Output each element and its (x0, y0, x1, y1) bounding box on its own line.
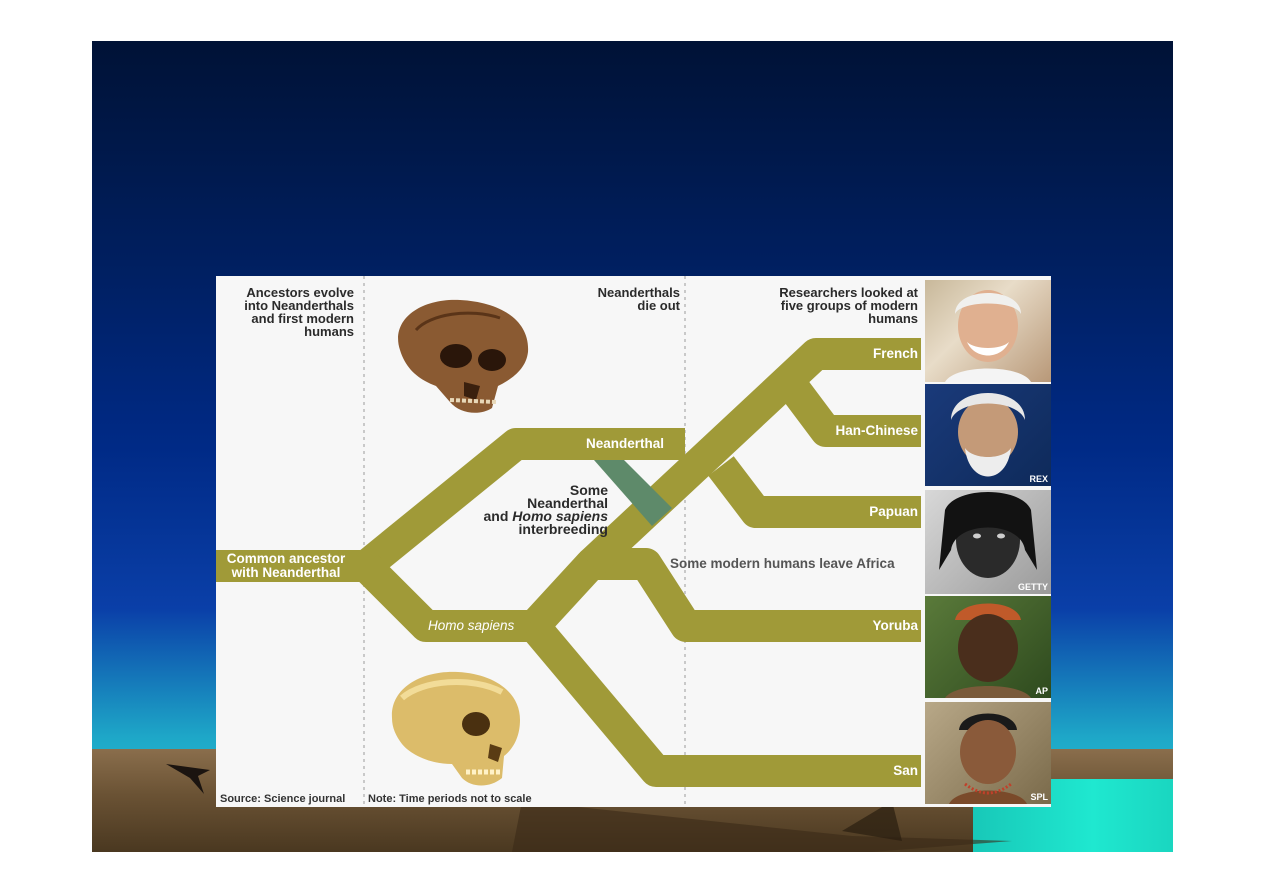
label-line: interbreeding (518, 521, 608, 537)
branch-neanderthal (355, 428, 685, 579)
photo-credit: AP (1035, 686, 1048, 696)
time-scale-note: Note: Time periods not to scale (368, 793, 532, 805)
branch-yoruba (522, 548, 921, 642)
group-label-yoruba: Yoruba (872, 618, 918, 633)
photo-french (925, 280, 1051, 382)
heading-line: into Neanderthals (244, 298, 354, 313)
heading-line: Researchers looked at (779, 285, 918, 300)
label-line: Common ancestor (226, 551, 346, 566)
photo-han-chinese: REX (925, 384, 1051, 486)
neanderthal-skull-icon (398, 299, 529, 413)
group-label-san: San (893, 763, 918, 778)
ground-shape (512, 801, 1012, 852)
label-line: with Neanderthal (231, 565, 341, 580)
photo-credit: GETTY (1017, 582, 1048, 592)
col2-heading: Neanderthals die out (546, 286, 680, 312)
group-label-han-chinese: Han-Chinese (835, 423, 918, 438)
photo-yoruba: AP (925, 596, 1051, 698)
neanderthal-label: Neanderthal (586, 436, 665, 451)
branch-han-chinese (783, 381, 921, 447)
branch-san (521, 615, 921, 787)
bird-icon (166, 764, 210, 794)
face-icon (949, 713, 1027, 804)
evolution-tree (216, 276, 921, 807)
label-line: Neanderthal (527, 495, 608, 511)
face-icon (945, 290, 1031, 382)
photo-papuan: GETTY (925, 490, 1051, 594)
label-line: and Homo sapiens (446, 508, 608, 524)
face-icon (945, 603, 1031, 698)
col1-heading: Ancestors evolve into Neanderthals and f… (220, 286, 354, 338)
source-note: Source: Science journal (220, 793, 346, 805)
face-icon (951, 393, 1025, 477)
interbreeding-band (594, 460, 672, 526)
heading-line: and first modern (251, 311, 354, 326)
heading-line: die out (637, 298, 680, 313)
common-ancestor-label: Common ancestor with Neanderthal (220, 552, 352, 580)
interbreeding-label: Some Neanderthal and Homo sapiens interb… (446, 482, 608, 537)
photo-credit: REX (1029, 474, 1048, 484)
col3-heading: Researchers looked at five groups of mod… (736, 286, 918, 325)
group-label-papuan: Papuan (869, 504, 918, 519)
homo-sapiens-skull-icon (391, 671, 520, 786)
branch-homo-sapiens (354, 554, 534, 642)
heading-line: humans (304, 324, 354, 339)
group-label-french: French (872, 346, 918, 361)
photo-credit: SPL (1030, 792, 1048, 802)
branch-out-of-africa (580, 338, 921, 576)
heading-line: humans (868, 311, 918, 326)
heading-line: Neanderthals (597, 285, 680, 300)
photo-san: SPL (925, 702, 1051, 804)
heading-line: Ancestors evolve (246, 285, 354, 300)
label-part: and (483, 508, 513, 524)
branch-papuan (708, 456, 921, 528)
infographic-panel: Ancestors evolve into Neanderthals and f… (216, 276, 1051, 807)
homo-sapiens-label: Homo sapiens (428, 618, 515, 633)
label-line: Some (569, 482, 608, 498)
heading-line: five groups of modern (780, 298, 918, 313)
face-icon (939, 492, 1037, 578)
label-part-italic: Homo sapiens (512, 508, 608, 524)
leave-africa-label: Some modern humans leave Africa (670, 556, 895, 571)
